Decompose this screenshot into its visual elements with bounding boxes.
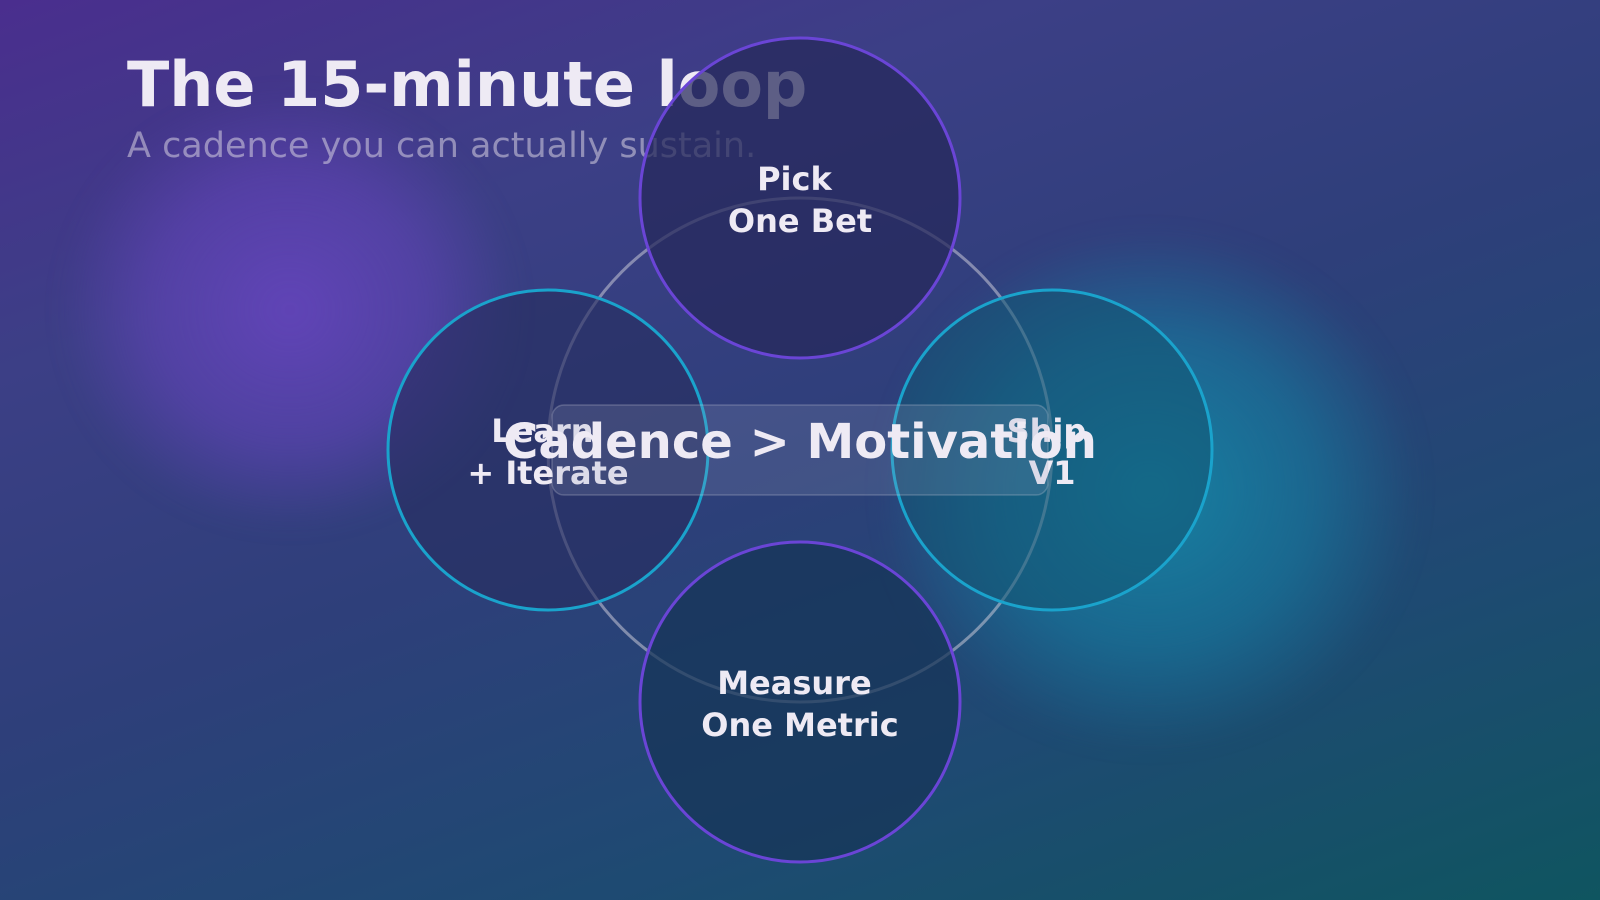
center-label: Cadence > Motivation xyxy=(503,414,1097,470)
node-circle-measure-one-metric xyxy=(638,540,962,864)
node-pick-one-bet: Pick One Bet xyxy=(638,36,962,360)
node-circle-pick-one-bet xyxy=(638,36,962,360)
node-label-line: Pick xyxy=(757,160,832,198)
node-label-line: One Bet xyxy=(728,202,872,240)
node-label-line: Measure xyxy=(717,664,871,702)
node-label-measure-one-metric: Measure One Metric xyxy=(701,664,898,744)
node-measure-one-metric: Measure One Metric xyxy=(638,540,962,864)
node-label-line: One Metric xyxy=(701,706,898,744)
node-label-pick-one-bet: Pick One Bet xyxy=(728,160,872,240)
